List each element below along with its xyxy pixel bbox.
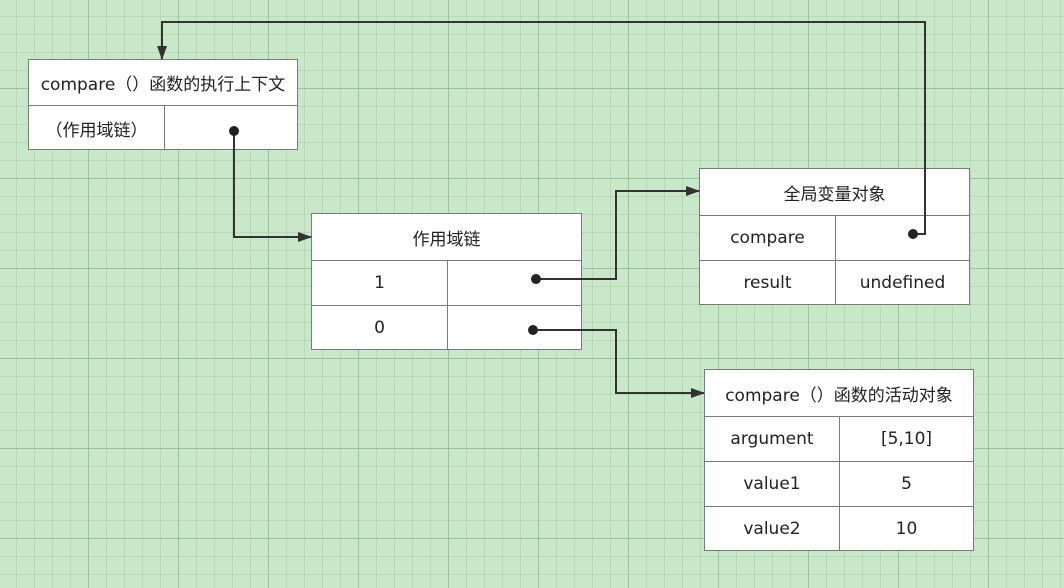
variable-value: [5,10] (839, 417, 973, 461)
global-object-row: compare (700, 215, 969, 260)
execution-context-table: compare（）函数的执行上下文 （作用域链） (28, 59, 298, 150)
execution-context-header-row: compare（）函数的执行上下文 (29, 60, 297, 105)
activation-object-row: argument [5,10] (705, 416, 973, 461)
variable-name: value1 (743, 474, 801, 494)
variable-name: argument (730, 429, 814, 449)
variable-value: 10 (839, 507, 973, 551)
global-object-row: result undefined (700, 260, 969, 305)
execution-context-title: compare（）函数的执行上下文 (40, 75, 286, 95)
scope-chain-table: 作用域链 1 0 (311, 213, 582, 350)
scope-chain-row: 0 (312, 305, 581, 350)
variable-name: result (743, 273, 792, 293)
global-variable-object-table: 全局变量对象 compare result undefined (699, 168, 970, 305)
activation-object-table: compare（）函数的活动对象 argument [5,10] value1 … (704, 369, 974, 551)
activation-object-title: compare（）函数的活动对象 (725, 385, 953, 406)
variable-value: undefined (835, 261, 969, 305)
variable-value: 5 (839, 462, 973, 506)
global-object-title: 全局变量对象 (783, 184, 886, 205)
scope-chain-pointer-cell (164, 106, 297, 150)
scope-chain-pointer-cell (447, 261, 581, 305)
execution-context-scope-row: （作用域链） (29, 105, 297, 150)
global-object-header-row: 全局变量对象 (700, 169, 969, 215)
scope-chain-index: 0 (374, 318, 385, 338)
variable-name: value2 (743, 519, 801, 539)
scope-chain-index: 1 (374, 273, 385, 293)
scope-chain-label: （作用域链） (45, 120, 148, 141)
scope-chain-row: 1 (312, 260, 581, 305)
activation-object-row: value1 5 (705, 461, 973, 506)
variable-value (835, 216, 969, 260)
scope-chain-header-row: 作用域链 (312, 214, 581, 260)
variable-name: compare (730, 228, 805, 248)
scope-chain-title: 作用域链 (412, 229, 481, 250)
activation-object-header-row: compare（）函数的活动对象 (705, 370, 973, 416)
scope-chain-pointer-cell (447, 306, 581, 350)
activation-object-row: value2 10 (705, 506, 973, 551)
